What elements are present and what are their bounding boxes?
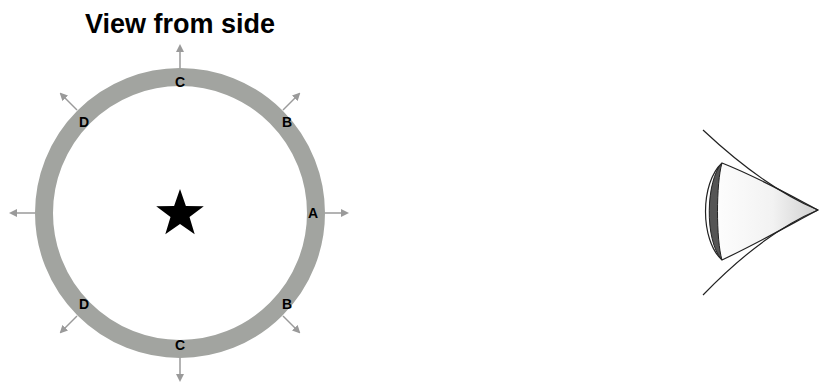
region-label: B [282,115,292,129]
star [156,189,204,234]
region-label: D [79,115,89,129]
region-label: D [79,297,89,311]
region-label: A [308,206,318,220]
region-label: C [175,75,185,89]
region-label: B [282,297,292,311]
region-label: C [175,338,185,352]
shell-ring [44,77,316,349]
view-title: View from side [85,9,275,40]
outward-arrows [11,46,347,380]
eye [703,130,818,295]
